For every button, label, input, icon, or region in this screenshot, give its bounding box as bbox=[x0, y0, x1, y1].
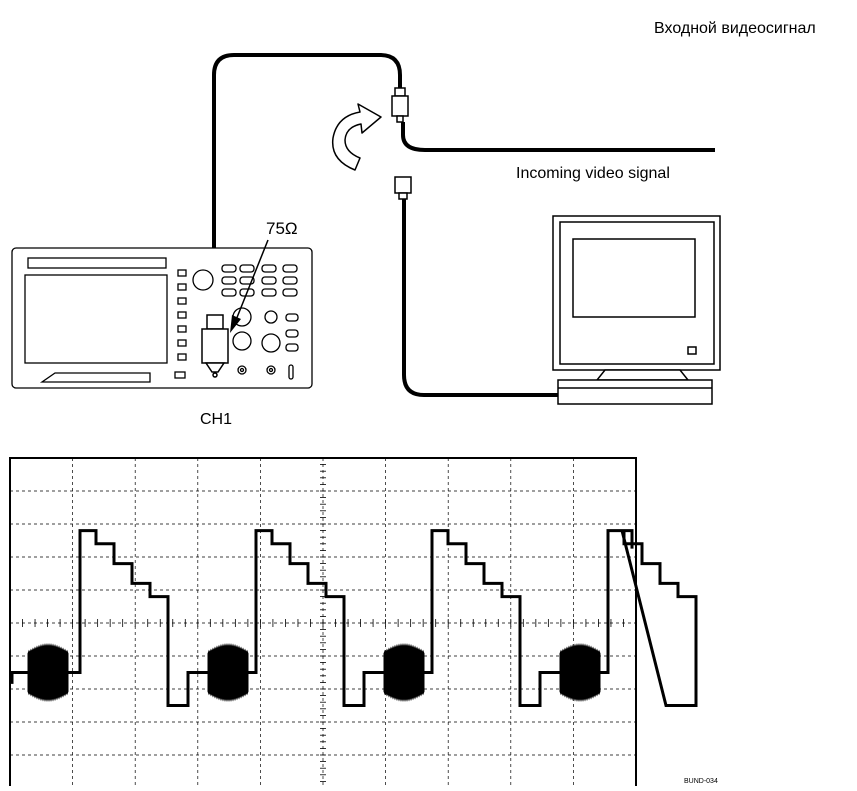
reconnect-arrow-icon bbox=[331, 103, 382, 171]
bnc-connector bbox=[391, 87, 409, 123]
scope-graticule bbox=[9, 457, 637, 786]
pointer-arrow bbox=[235, 239, 269, 321]
probe-cable bbox=[212, 53, 402, 318]
impedance-label: 75Ω bbox=[266, 219, 298, 238]
color-burst bbox=[27, 642, 69, 703]
terminator-75-ohm bbox=[201, 314, 229, 378]
color-burst-group bbox=[27, 642, 601, 703]
color-burst bbox=[559, 642, 601, 703]
channel-label: CH1 bbox=[200, 411, 232, 428]
incoming-signal-cable bbox=[401, 122, 715, 152]
color-burst bbox=[383, 642, 425, 703]
incoming-signal-label: Incoming video signal bbox=[516, 165, 670, 182]
pointer-arrowhead-icon bbox=[230, 315, 241, 333]
video-waveform-trace bbox=[10, 529, 698, 707]
russian-caption: Входной видеосигнал bbox=[654, 20, 816, 37]
monitor-cable bbox=[402, 199, 560, 397]
oscilloscope bbox=[11, 247, 313, 389]
color-burst bbox=[207, 642, 249, 703]
monitor-plug bbox=[394, 176, 412, 200]
video-monitor bbox=[552, 215, 721, 405]
figure-code: BUND-034 bbox=[684, 778, 718, 785]
